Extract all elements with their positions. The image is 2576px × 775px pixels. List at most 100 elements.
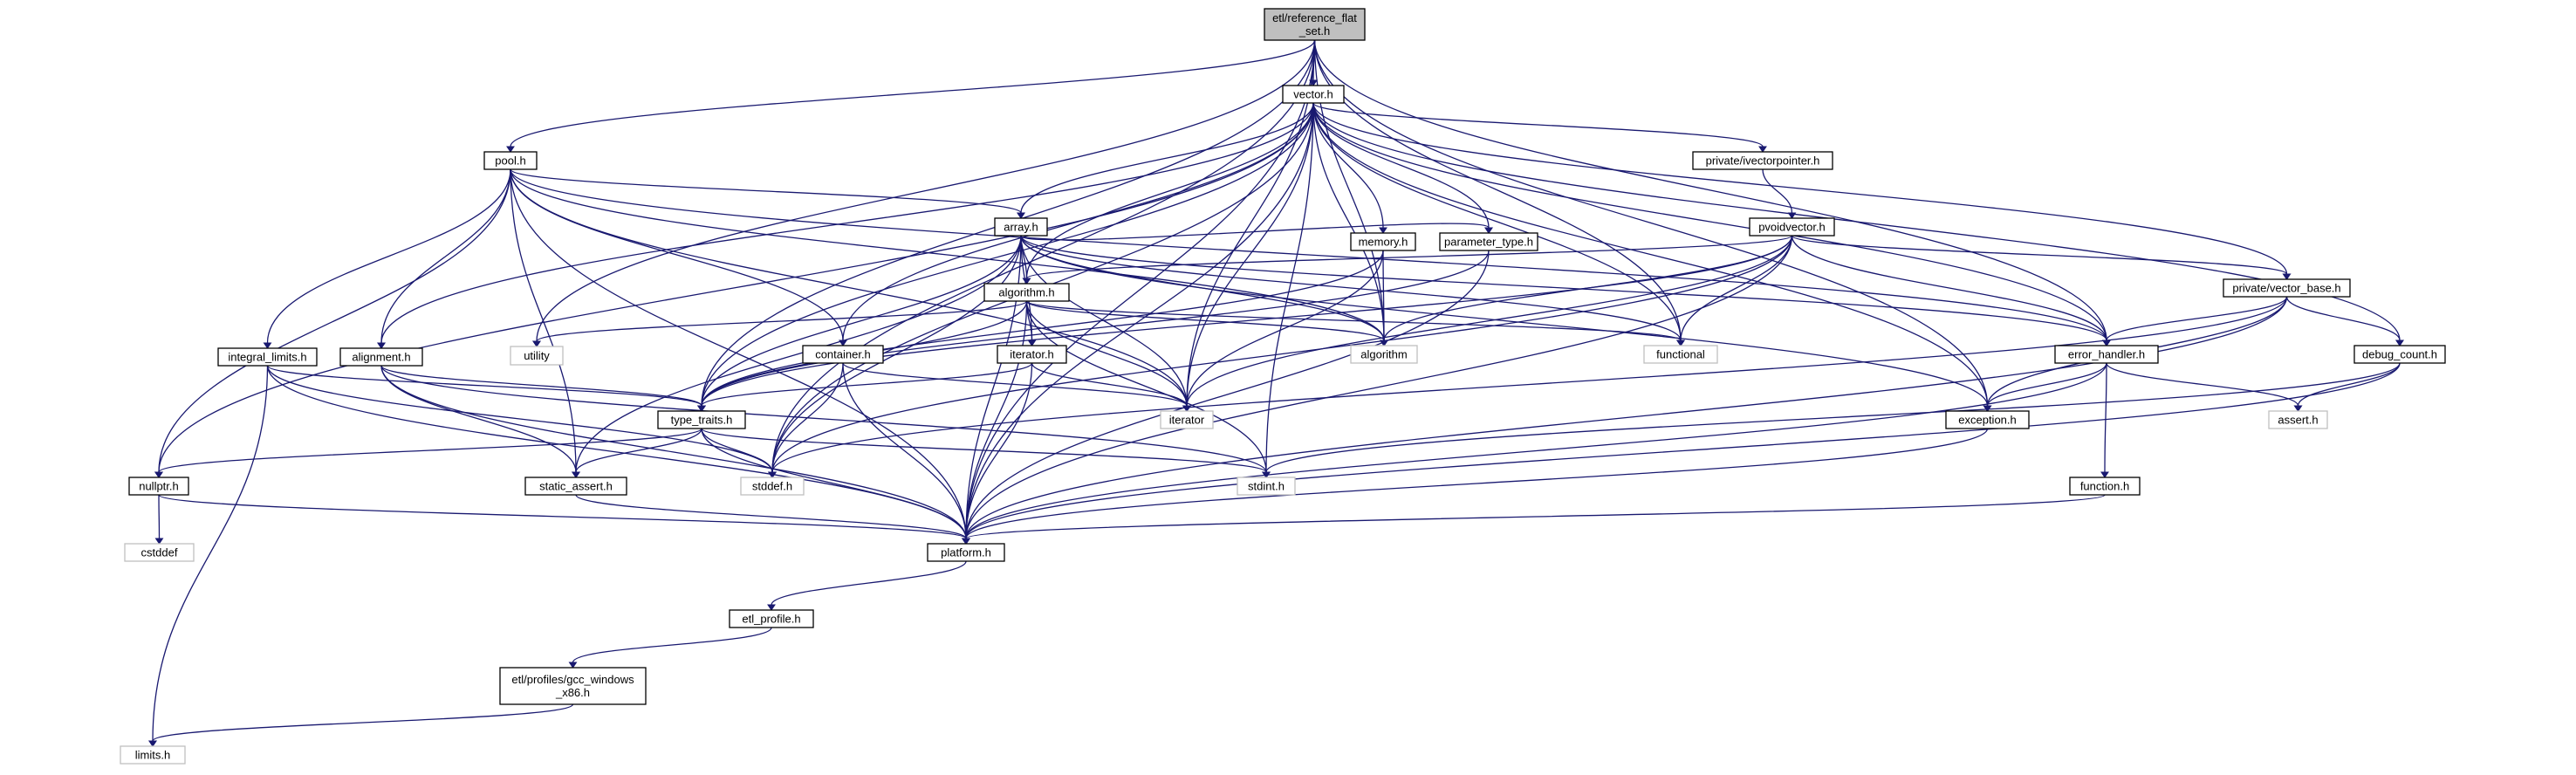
node-etl-profile[interactable]: etl_profile.h: [729, 609, 814, 628]
node-assert: assert.h: [2268, 410, 2328, 429]
node-box: [657, 410, 746, 429]
node-algorithm-h[interactable]: algorithm.h: [983, 283, 1070, 302]
node-static-assert[interactable]: static_assert.h: [524, 477, 627, 496]
node-gcc-windows[interactable]: etl/profiles/gcc_windows_x86.h: [499, 667, 647, 705]
edge-container-to-platform: [842, 362, 970, 545]
node-label: limits.h: [135, 749, 170, 762]
node-function[interactable]: function.h: [2069, 477, 2141, 496]
edge-reference_flat_set-to-error_handler: [1313, 39, 2111, 346]
edge-line: [510, 39, 1316, 147]
node-label: stddef.h: [752, 480, 792, 493]
node-box: [997, 345, 1067, 364]
edge-pool-to-static_assert: [510, 168, 580, 478]
node-integral-limits[interactable]: integral_limits.h: [217, 347, 318, 367]
edge-line: [572, 627, 772, 663]
edge-line: [1312, 102, 1384, 229]
edge-line: [1312, 102, 1490, 229]
edge-line: [152, 703, 574, 742]
edge-vector-to-type_traits: [697, 102, 1314, 412]
edge-vector-to-ivectorpointer: [1312, 102, 1767, 153]
edge-arrowhead: [568, 662, 578, 669]
edge-line: [1265, 102, 1314, 473]
node-exception[interactable]: exception.h: [1945, 410, 2030, 429]
node-iterator-h[interactable]: iterator.h: [997, 345, 1067, 364]
node-stdint: stdint.h: [1237, 477, 1296, 496]
node-pool[interactable]: pool.h: [483, 151, 538, 170]
edge-type_traits-to-static_assert: [572, 428, 702, 478]
node-box: [1160, 410, 1214, 429]
edge-reference_flat_set-to-stddef: [768, 39, 1316, 478]
node-box: [483, 151, 538, 170]
edge-arrowhead: [2293, 405, 2303, 412]
node-type-traits[interactable]: type_traits.h: [657, 410, 746, 429]
node-box: [2353, 345, 2446, 364]
node-pvoidvector[interactable]: pvoidvector.h: [1749, 217, 1835, 237]
node-label: container.h: [815, 348, 871, 361]
node-box: [1282, 85, 1345, 104]
edge-pool-to-integral_limits: [263, 168, 511, 349]
edge-line: [2297, 362, 2401, 407]
node-ivectorpointer[interactable]: private/ivectorpointer.h: [1692, 151, 1833, 170]
edge-line: [1020, 235, 1385, 341]
edge-line: [842, 362, 967, 539]
node-label: platform.h: [941, 546, 991, 559]
edge-line: [965, 235, 1793, 539]
edge-vector_base-to-debug_count: [2285, 296, 2404, 346]
edge-line: [1031, 362, 1188, 407]
edge-arrowhead: [263, 342, 272, 349]
edge-line: [380, 365, 967, 539]
edge-arrowhead: [1027, 339, 1037, 346]
edge-arrowhead: [532, 340, 541, 347]
node-label: integral_limits.h: [228, 351, 306, 364]
edge-arrowhead: [2100, 471, 2109, 478]
edge-pool-to-array: [510, 168, 1025, 219]
node-alignment[interactable]: alignment.h: [339, 347, 423, 367]
node-memory[interactable]: memory.h: [1350, 232, 1416, 251]
edge-arrowhead: [768, 471, 777, 478]
edge-error_handler-to-assert: [2106, 362, 2303, 412]
edge-type_traits-to-stddef: [701, 428, 777, 478]
node-label: private/vector_base.h: [2232, 282, 2340, 295]
node-array[interactable]: array.h: [994, 217, 1048, 237]
edge-line: [1313, 39, 1682, 341]
edge-line: [510, 168, 967, 539]
edge-line: [2285, 296, 2401, 341]
edge-line: [701, 235, 1793, 407]
edge-type_traits-to-nullptr: [154, 428, 702, 478]
node-box: [1692, 151, 1833, 170]
node-label: nullptr.h: [139, 480, 179, 493]
node-debug-count[interactable]: debug_count.h: [2353, 345, 2446, 364]
node-vector[interactable]: vector.h: [1282, 85, 1345, 104]
edge-line: [1025, 300, 1385, 341]
node-container[interactable]: container.h: [802, 345, 884, 364]
node-box: [802, 345, 884, 364]
edge-arrowhead: [1787, 212, 1797, 219]
edge-pool-to-nullptr: [154, 168, 511, 478]
node-platform[interactable]: platform.h: [927, 543, 1005, 562]
node-box: [1945, 410, 2030, 429]
edge-line: [965, 362, 2107, 539]
edge-line: [575, 494, 967, 539]
edge-line: [575, 428, 702, 473]
edge-arrowhead: [148, 740, 157, 747]
edge-line: [1382, 250, 1385, 341]
node-vector-base[interactable]: private/vector_base.h: [2223, 278, 2351, 298]
node-box: [1749, 217, 1835, 237]
node-nullptr[interactable]: nullptr.h: [128, 477, 189, 496]
edge-algorithm_h-to-functional: [1025, 300, 1685, 346]
node-label: array.h: [1004, 221, 1038, 234]
edge-line: [2106, 362, 2299, 407]
node-parameter-type[interactable]: parameter_type.h: [1439, 232, 1538, 251]
node-reference-flat-set[interactable]: etl/reference_flat_set.h: [1264, 8, 1366, 41]
node-box: [339, 347, 423, 367]
edge-line: [266, 168, 511, 344]
edge-line: [1025, 300, 1267, 473]
edge-line: [771, 560, 967, 606]
edge-line: [510, 168, 1022, 214]
edge-line: [771, 39, 1316, 473]
edge-pvoidvector-to-vector_base: [1791, 235, 2292, 280]
node-error-handler[interactable]: error_handler.h: [2054, 345, 2159, 364]
edge-line: [842, 362, 1188, 407]
node-stddef: stddef.h: [740, 477, 805, 496]
